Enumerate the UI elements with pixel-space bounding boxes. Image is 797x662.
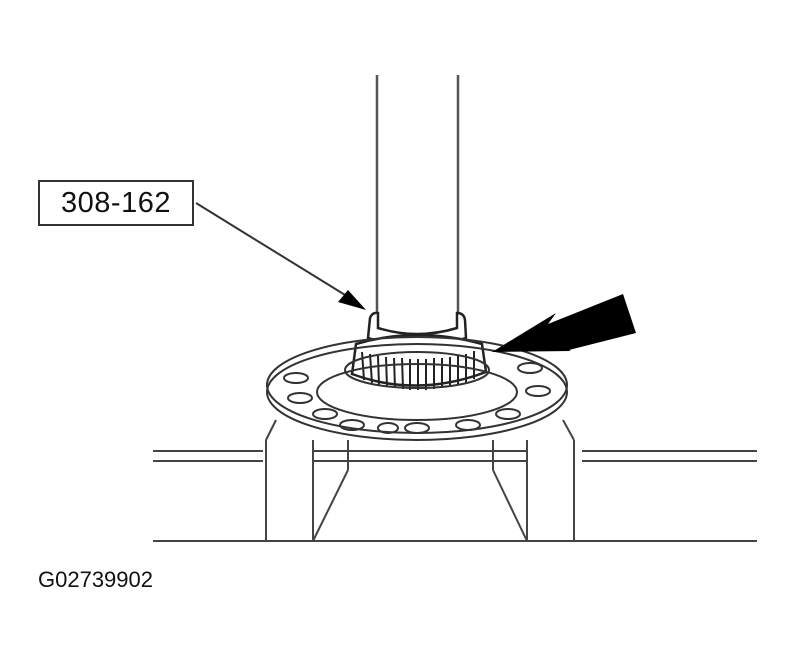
support-fixture bbox=[153, 419, 757, 542]
emphasis-arrow-icon bbox=[492, 294, 636, 352]
tool-tube bbox=[375, 75, 460, 315]
tool-callout-label: 308-162 bbox=[38, 180, 194, 226]
hub-flange bbox=[266, 336, 568, 441]
figure-id: G02739902 bbox=[38, 567, 153, 592]
leader-arrow bbox=[195, 202, 366, 310]
